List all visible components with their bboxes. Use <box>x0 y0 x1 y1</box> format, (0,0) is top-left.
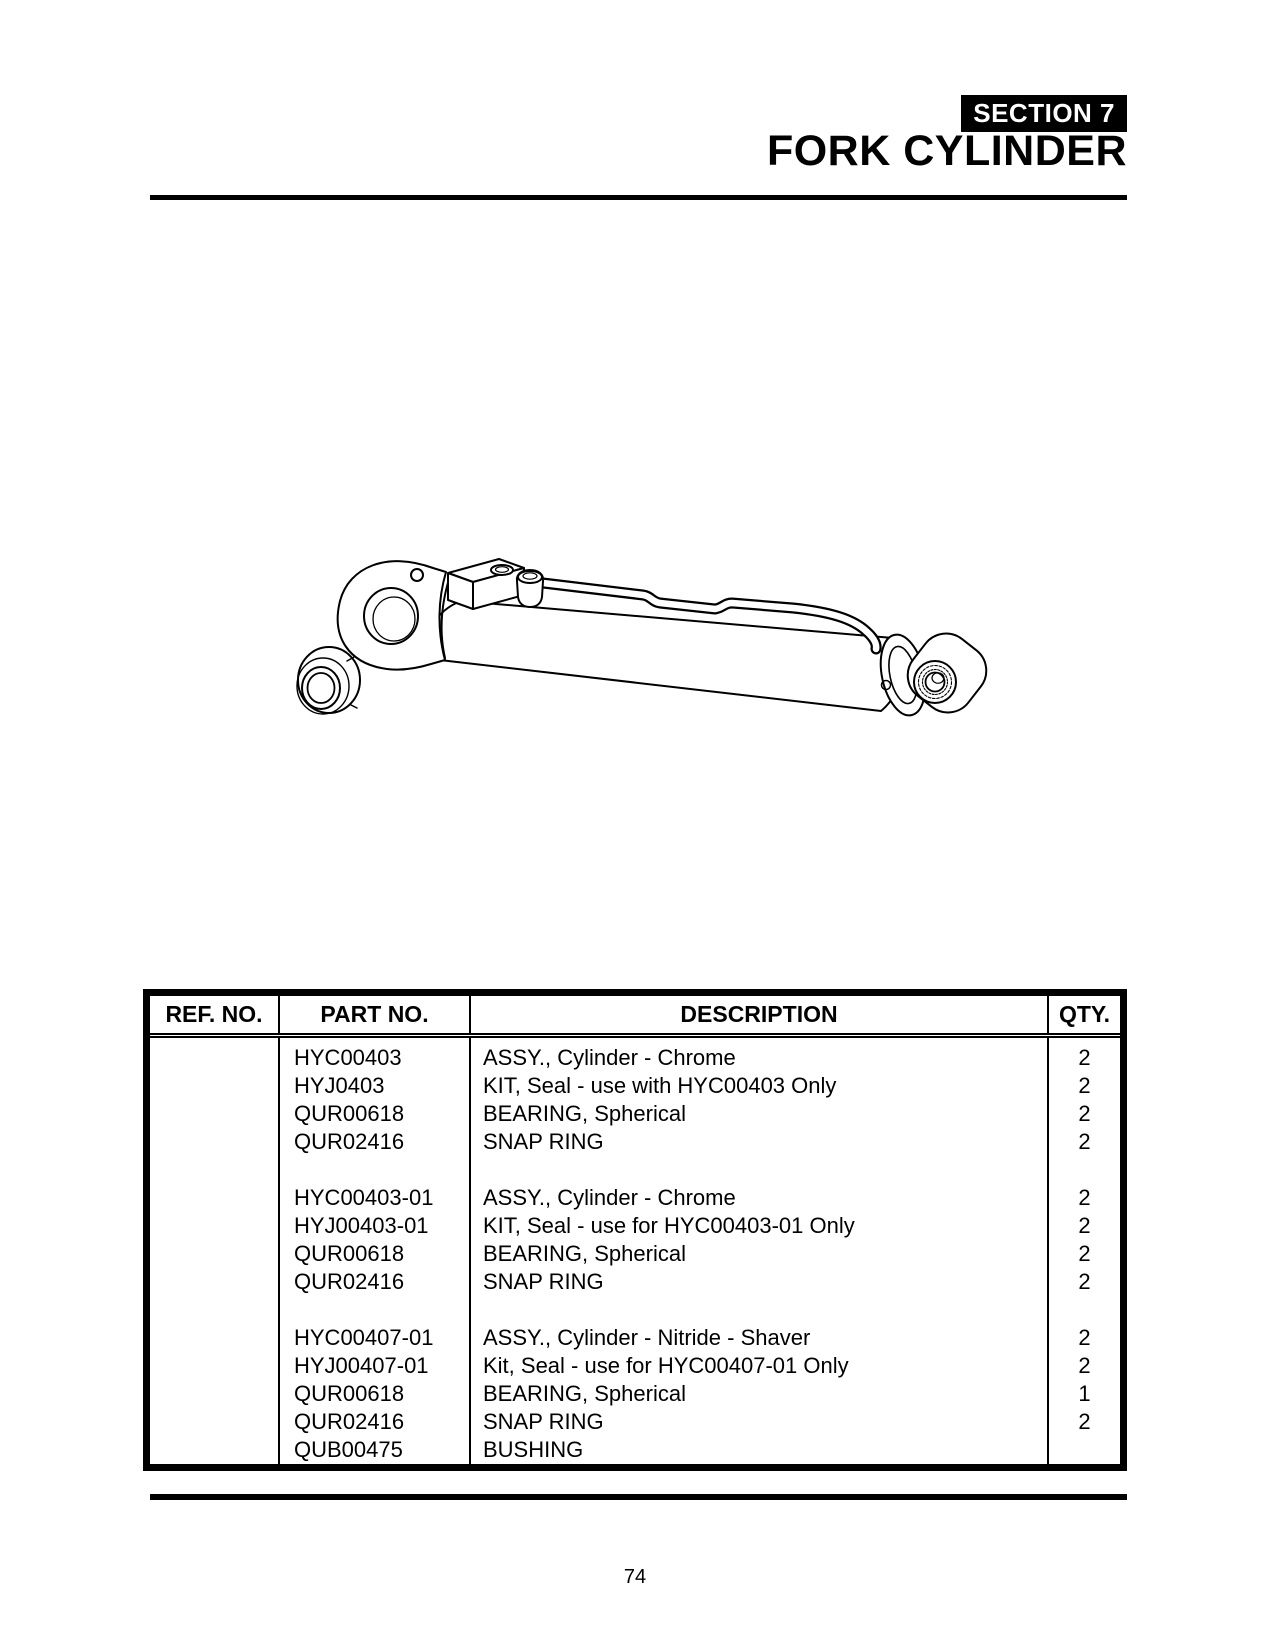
rod-eye-bore <box>363 587 419 645</box>
cell-qty: 2 <box>1078 1213 1091 1238</box>
cell-qty: 2 <box>1078 1353 1091 1378</box>
cell-part: QUR02416 <box>294 1269 405 1294</box>
cell-ref <box>150 1212 278 1240</box>
cell-qty: 2 <box>1078 1045 1091 1070</box>
cell-desc: BEARING, Spherical <box>483 1101 686 1126</box>
cell-part <box>280 1156 469 1184</box>
table-header-row: REF. NO. PART NO. DESCRIPTION QTY. <box>150 996 1120 1038</box>
fork-cylinder-illustration <box>296 558 988 717</box>
cell-desc: ASSY., Cylinder - Nitride - Shaver <box>483 1325 811 1350</box>
header-qty: QTY. <box>1058 1001 1111 1027</box>
page-title: FORK CYLINDER <box>766 127 1127 175</box>
port-block <box>447 558 525 610</box>
cell-qty: 2 <box>1078 1409 1091 1434</box>
col-qty: 2 2 2 2 2 2 2 2 2 2 1 2 <box>1049 1038 1120 1464</box>
cell-desc: BUSHING <box>483 1437 584 1462</box>
cell-part: QUR02416 <box>294 1409 405 1434</box>
section-badge: SECTION 7 <box>961 95 1127 132</box>
spherical-bearing-ring <box>296 646 361 715</box>
cell-desc: BEARING, Spherical <box>483 1381 686 1406</box>
cell-desc: SNAP RING <box>483 1409 604 1434</box>
cell-ref <box>150 1380 278 1408</box>
cell-ref <box>150 1296 278 1324</box>
header-description: DESCRIPTION <box>471 996 1049 1033</box>
cell-part: QUR00618 <box>294 1101 405 1126</box>
cell-qty: 2 <box>1078 1241 1091 1266</box>
header-ref-no: REF. NO. <box>150 996 280 1033</box>
header-part-no: PART NO. <box>280 996 471 1033</box>
butt-spherical-bearing <box>913 660 957 704</box>
cell-ref <box>150 1072 278 1100</box>
cell-qty <box>1049 1436 1120 1464</box>
cell-ref <box>150 1100 278 1128</box>
cell-part: HYC00403 <box>294 1045 402 1070</box>
cell-part: HYJ0403 <box>294 1073 385 1098</box>
cell-ref <box>150 1240 278 1268</box>
cell-ref <box>150 1184 278 1212</box>
cell-desc: KIT, Seal - use with HYC00403 Only <box>483 1073 837 1098</box>
page-number: 74 <box>623 1566 647 1588</box>
cell-ref <box>150 1044 278 1072</box>
col-ref <box>150 1038 280 1464</box>
cell-part: HYC00407-01 <box>294 1325 434 1350</box>
cell-part: QUR00618 <box>294 1381 405 1406</box>
cell-ref <box>150 1128 278 1156</box>
header-rule <box>150 195 1127 200</box>
cell-ref <box>150 1268 278 1296</box>
cell-desc: BEARING, Spherical <box>483 1241 686 1266</box>
cell-qty: 2 <box>1078 1185 1091 1210</box>
cell-qty: 2 <box>1078 1129 1091 1154</box>
parts-table: REF. NO. PART NO. DESCRIPTION QTY. HYC00… <box>143 989 1127 1471</box>
cell-qty <box>1049 1296 1120 1324</box>
cell-part: QUR00618 <box>294 1241 405 1266</box>
cell-qty: 1 <box>1078 1381 1091 1406</box>
cell-ref <box>150 1352 278 1380</box>
grease-fitting-icon <box>410 568 424 582</box>
cell-ref <box>150 1324 278 1352</box>
cell-part: HYJ00407-01 <box>294 1353 429 1378</box>
cell-desc: Kit, Seal - use for HYC00407-01 Only <box>483 1353 849 1378</box>
cell-qty: 2 <box>1078 1101 1091 1126</box>
cell-qty: 2 <box>1078 1325 1091 1350</box>
footer-rule <box>150 1494 1127 1500</box>
cell-desc: SNAP RING <box>483 1129 604 1154</box>
cell-part: QUR02416 <box>294 1129 405 1154</box>
cell-desc <box>471 1296 1047 1324</box>
cell-qty: 2 <box>1078 1269 1091 1294</box>
hose-fitting <box>515 569 545 608</box>
cell-ref <box>150 1408 278 1436</box>
cell-part: QUB00475 <box>294 1437 403 1462</box>
cell-desc: SNAP RING <box>483 1269 604 1294</box>
cell-desc: KIT, Seal - use for HYC00403-01 Only <box>483 1213 855 1238</box>
cell-part: HYC00403-01 <box>294 1185 434 1210</box>
cell-ref <box>150 1436 278 1464</box>
cell-qty: 2 <box>1078 1073 1091 1098</box>
cell-qty <box>1049 1156 1120 1184</box>
cell-desc: ASSY., Cylinder - Chrome <box>483 1185 736 1210</box>
hydraulic-tube <box>537 577 882 655</box>
cell-desc <box>471 1156 1047 1184</box>
cell-part: HYJ00403-01 <box>294 1213 429 1238</box>
cell-desc: ASSY., Cylinder - Chrome <box>483 1045 736 1070</box>
cell-ref <box>150 1156 278 1184</box>
cell-part <box>280 1296 469 1324</box>
